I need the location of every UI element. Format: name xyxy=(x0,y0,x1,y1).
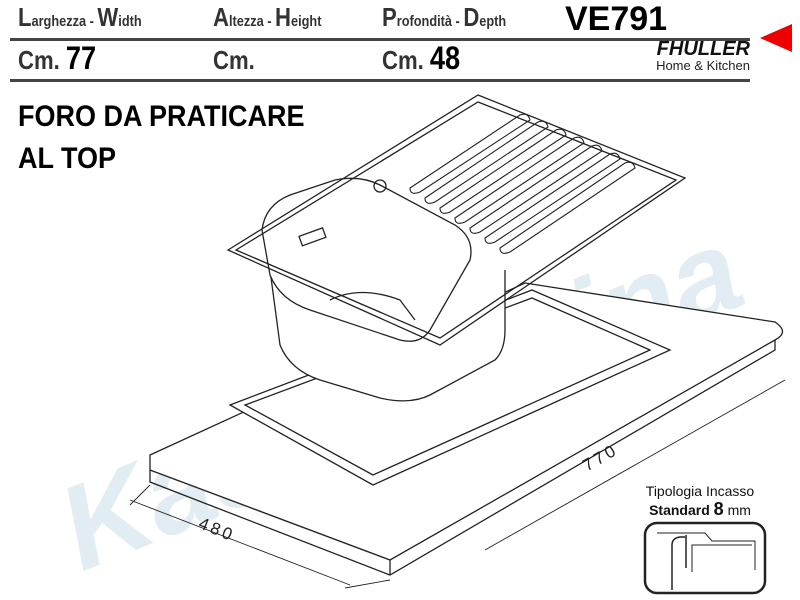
sink-bowl xyxy=(261,177,506,402)
divider xyxy=(10,38,750,41)
drainboard-grooves xyxy=(409,113,636,254)
width-label: Larghezza - Width xyxy=(18,2,142,32)
depth-label: Profondità - Depth xyxy=(382,2,507,32)
height-label: Altezza - Height xyxy=(213,2,322,32)
width-value: Cm. 77 xyxy=(18,40,97,76)
install-type-label: Tipologia Incasso Standard 8 mm xyxy=(645,483,755,519)
height-value: Cm. xyxy=(213,45,255,75)
depth-value: Cm. 48 xyxy=(382,40,461,76)
sink-rim xyxy=(226,94,687,346)
countertop xyxy=(149,282,784,576)
red-triangle-marker xyxy=(760,24,792,52)
dimension-lines xyxy=(129,379,786,589)
model-code: VE791 xyxy=(565,0,668,38)
install-type-icon xyxy=(643,521,767,595)
divider xyxy=(10,79,750,82)
